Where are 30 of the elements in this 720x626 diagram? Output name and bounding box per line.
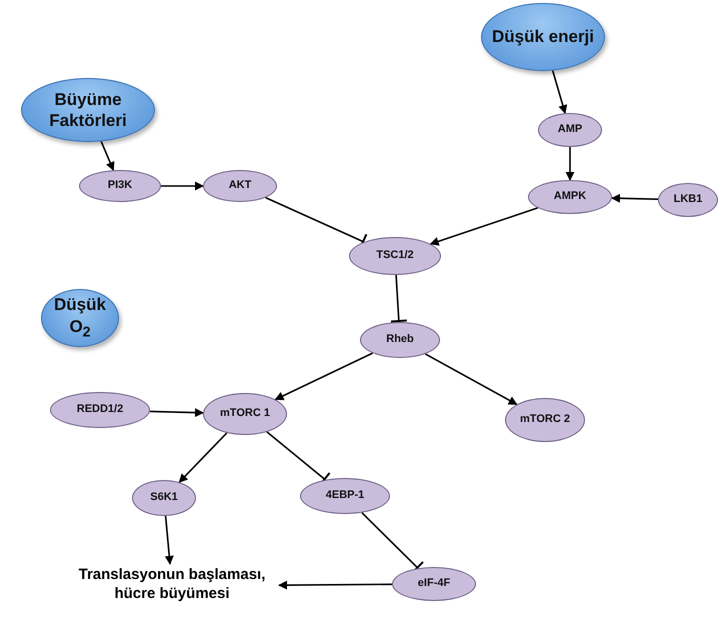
arrow [150, 408, 204, 418]
protein-ellipse: REDD1/2 [50, 392, 150, 428]
inhibition-line [390, 274, 407, 322]
outcome-text: Translasyonun başlaması, hücre büyümesi [65, 564, 279, 608]
arrow [566, 147, 574, 181]
arrow [552, 70, 568, 114]
protein-ellipse: eIF-4F [392, 567, 476, 601]
protein-ellipse: AMP [538, 113, 602, 147]
arrow [274, 352, 373, 400]
protein-ellipse: AMPK [528, 180, 612, 214]
protein-ellipse: 4EBP-1 [300, 478, 390, 514]
arrow [278, 580, 392, 590]
protein-ellipse: TSC1/2 [349, 237, 441, 275]
arrow [611, 194, 658, 203]
protein-ellipse: PI3K [79, 170, 161, 202]
protein-ellipse: mTORC 2 [505, 398, 585, 442]
arrow [424, 353, 518, 406]
arrow [161, 182, 204, 190]
protein-ellipse: mTORC 1 [203, 393, 287, 435]
protein-ellipse: AKT [203, 170, 277, 202]
condition-ellipse: Düşük enerji [481, 3, 605, 71]
arrow [178, 432, 228, 483]
protein-ellipse: S6K1 [132, 480, 196, 516]
protein-ellipse: Rheb [360, 322, 440, 358]
protein-ellipse: LKB1 [658, 183, 718, 217]
arrow [100, 141, 114, 172]
condition-ellipse: Düşük O$_{2}$ [41, 289, 119, 347]
condition-ellipse: Büyüme Faktörleri [21, 78, 155, 142]
arrow [164, 516, 174, 565]
arrow [430, 207, 538, 246]
